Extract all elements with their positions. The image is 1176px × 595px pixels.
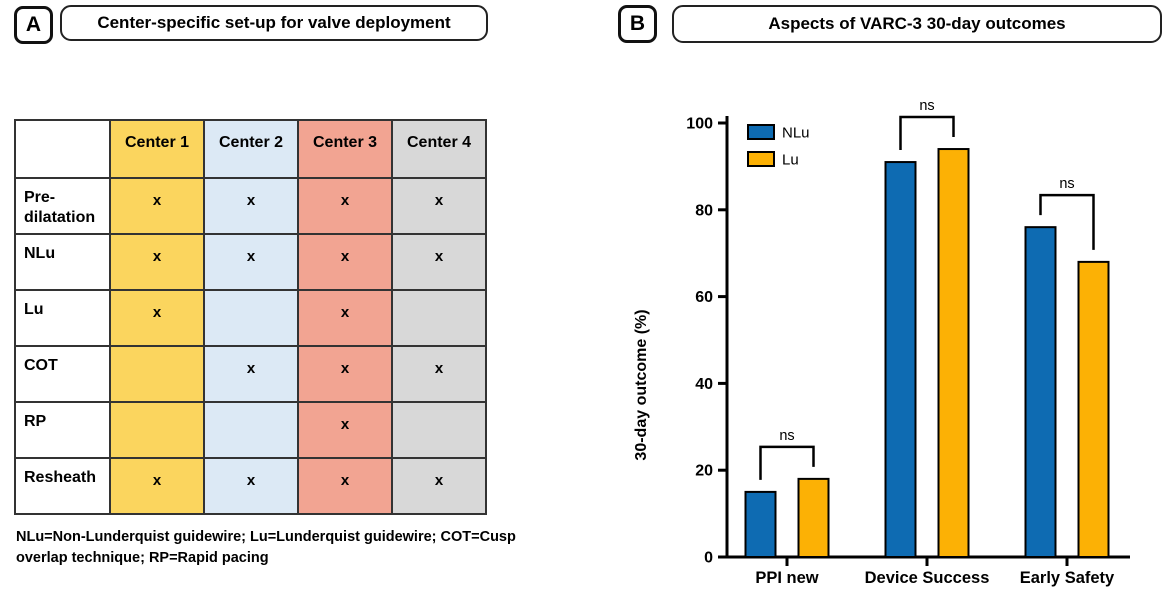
y-tick-label: 0 — [704, 550, 713, 567]
significance-bracket — [759, 445, 815, 480]
table-header-cell: Center 4 — [391, 119, 487, 179]
y-tick-label: 20 — [695, 463, 713, 480]
mark-cell: x — [297, 233, 393, 291]
mark-cell: x — [391, 177, 487, 235]
outcomes-bar-chart: 0 20 40 60 80 100 30-day outcome (%) PPI new nsD… — [633, 100, 1130, 587]
mark-cell: x — [203, 457, 299, 515]
footnote-line: NLu=Non-Lunderquist guidewire; Lu=Lunder… — [16, 529, 516, 545]
empty-cell — [109, 345, 205, 403]
legend-swatch-nlu — [747, 124, 775, 140]
row-label: Pre-dilatation — [14, 177, 111, 235]
mark-cell: x — [297, 401, 393, 459]
row-label: Resheath — [14, 457, 111, 515]
mark-cell: x — [391, 345, 487, 403]
mark-cell: x — [297, 289, 393, 347]
bar-lu-2 — [1077, 260, 1110, 558]
mark-cell: x — [109, 233, 205, 291]
bar-nlu-2 — [1024, 226, 1057, 558]
panel-a-badge: A — [14, 6, 53, 44]
mark-cell: x — [109, 289, 205, 347]
empty-cell — [391, 401, 487, 459]
bar-lu-0 — [797, 477, 830, 559]
mark-cell: x — [297, 177, 393, 235]
row-label: RP — [14, 401, 111, 459]
panel-b: B Aspects of VARC-3 30-day outcomes 0 20 4… — [600, 0, 1176, 595]
mark-cell: x — [391, 457, 487, 515]
row-label: NLu — [14, 233, 111, 291]
table-corner-cell — [14, 119, 111, 179]
bar-lu-1 — [937, 148, 970, 558]
empty-cell — [203, 289, 299, 347]
footnote-line: overlap technique; RP=Rapid pacing — [16, 550, 269, 567]
mark-cell: x — [109, 457, 205, 515]
panel-a-title: Center-specific set-up for valve deploym… — [60, 5, 488, 41]
mark-cell: x — [297, 457, 393, 515]
mark-cell: x — [109, 177, 205, 235]
x-tick-label: Device Success — [865, 569, 990, 587]
significance-bracket — [1039, 193, 1095, 250]
y-tick-label: 40 — [695, 376, 713, 393]
abbreviations-footnote: NLu=Non-Lunderquist guidewire; Lu=Lunder… — [16, 527, 556, 570]
bar-nlu-1 — [884, 161, 917, 559]
table-header-cell: Center 2 — [203, 119, 299, 179]
panel-b-badge: B — [618, 5, 657, 43]
table-row: RP x — [14, 401, 487, 459]
legend-label-lu: Lu — [782, 152, 799, 169]
significance-label: ns — [919, 100, 934, 114]
table-header-cell: Center 3 — [297, 119, 393, 179]
significance-bracket — [899, 115, 955, 151]
x-tick-label: PPI new — [755, 569, 818, 587]
significance-label: ns — [779, 428, 794, 444]
x-tick-label: Early Safety — [1020, 569, 1115, 587]
legend-swatch-lu — [747, 151, 775, 167]
empty-cell — [391, 289, 487, 347]
mark-cell: x — [203, 177, 299, 235]
bar-nlu-0 — [744, 490, 777, 558]
row-label: COT — [14, 345, 111, 403]
row-label: Lu — [14, 289, 111, 347]
panel-b-title: Aspects of VARC-3 30-day outcomes — [672, 5, 1162, 43]
table-header-cell: Center 1 — [109, 119, 205, 179]
significance-label: ns — [1059, 176, 1074, 192]
y-tick-label: 80 — [695, 202, 713, 219]
y-axis-label: 30-day outcome (%) — [633, 309, 650, 460]
empty-cell — [203, 401, 299, 459]
mark-cell: x — [297, 345, 393, 403]
empty-cell — [109, 401, 205, 459]
mark-cell: x — [391, 233, 487, 291]
y-tick-label: 60 — [695, 289, 713, 306]
mark-cell: x — [203, 233, 299, 291]
panel-a: A Center-specific set-up for valve deplo… — [14, 5, 556, 570]
legend-label-nlu: NLu — [782, 125, 810, 142]
y-tick-label: 100 — [686, 116, 713, 133]
mark-cell: x — [203, 345, 299, 403]
